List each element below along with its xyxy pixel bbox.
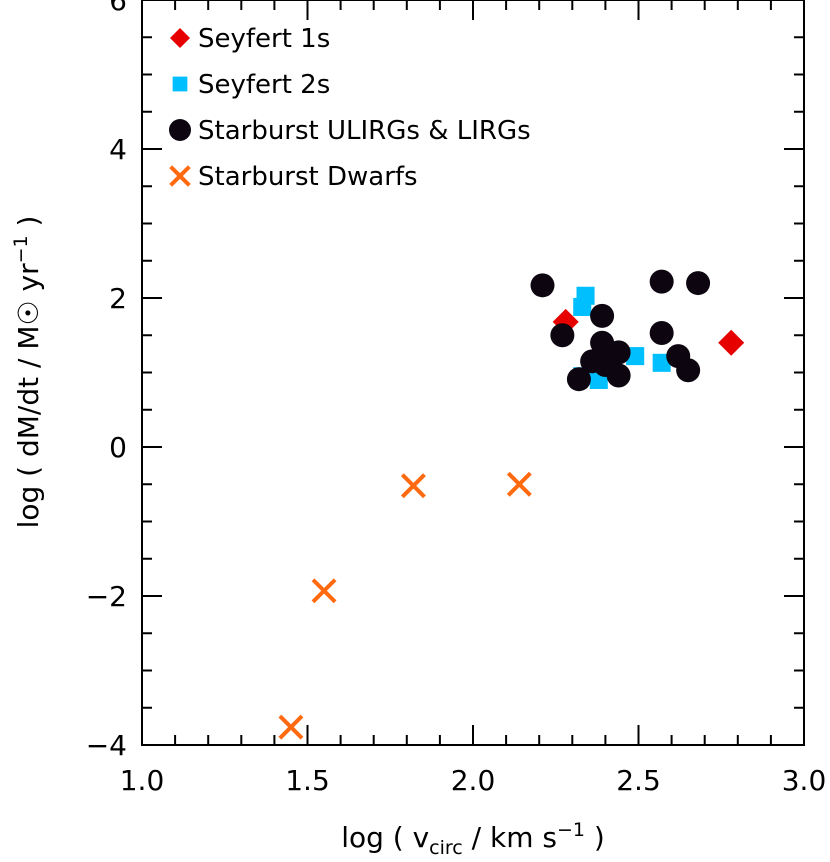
- legend-marker-seyfert-1s: [170, 28, 190, 48]
- y-tick-label: 2: [109, 282, 127, 315]
- point-starburst-ulirgs-lirgs: [530, 273, 555, 298]
- point-starburst-ulirgs-lirgs: [580, 349, 605, 374]
- point-starburst-ulirgs-lirgs: [606, 363, 631, 388]
- legend: Seyfert 1s Seyfert 2s Starburst ULIRGs & L…: [169, 24, 531, 192]
- point-starburst-dwarfs: [506, 471, 532, 497]
- legend-label: Seyfert 2s: [198, 70, 330, 100]
- data-points: [278, 269, 745, 740]
- x-tick-label: 3.0: [782, 764, 827, 797]
- point-starburst-dwarfs: [400, 473, 426, 499]
- x-axis-title: log ( vcirc / km s−1 ): [341, 819, 605, 859]
- point-starburst-ulirgs-lirgs: [686, 271, 711, 296]
- tick-labels: 1.0 1.5 2.0 2.5 3.0 −4 −2 0 2 4 6: [86, 0, 827, 797]
- y-axis-title: log ( dM/dt / M☉ yr−1 ): [10, 216, 45, 529]
- point-seyfert-2s: [626, 347, 645, 366]
- point-starburst-dwarfs: [311, 578, 337, 604]
- legend-label: Starburst ULIRGs & LIRGs: [198, 116, 531, 146]
- legend-label: Seyfert 1s: [198, 24, 330, 54]
- point-starburst-ulirgs-lirgs: [649, 269, 674, 294]
- y-tick-label: 6: [109, 0, 127, 17]
- x-axis-title-subscript: circ: [429, 837, 463, 859]
- y-axis-title-sun-symbol: ☉: [12, 300, 45, 325]
- point-starburst-ulirgs-lirgs: [550, 323, 575, 348]
- point-seyfert-2s: [652, 353, 671, 372]
- y-axis-title-superscript: −1: [10, 235, 32, 263]
- point-starburst-ulirgs-lirgs: [566, 367, 591, 392]
- series-starburst-dwarfs: [278, 471, 532, 740]
- point-starburst-ulirgs-lirgs: [590, 303, 615, 328]
- x-axis-title-superscript: −1: [557, 819, 585, 841]
- legend-marker-starburst-dwarfs: [169, 165, 191, 187]
- point-seyfert-1s: [718, 329, 745, 356]
- y-tick-label: −2: [86, 580, 127, 613]
- series-starburst-ulirgs-lirgs: [530, 269, 711, 392]
- y-tick-label: −4: [86, 729, 127, 762]
- y-tick-label: 0: [109, 431, 127, 464]
- point-starburst-dwarfs: [278, 714, 304, 740]
- point-starburst-ulirgs-lirgs: [649, 321, 674, 346]
- axis-ticks: [141, 0, 805, 746]
- plot-frame: [141, 0, 805, 746]
- legend-label: Starburst Dwarfs: [198, 162, 418, 192]
- legend-marker-seyfert-2s: [172, 76, 188, 92]
- point-starburst-ulirgs-lirgs: [676, 358, 701, 383]
- x-tick-label: 2.5: [616, 764, 661, 797]
- legend-marker-starburst-ulirgs-lirgs: [169, 119, 191, 141]
- point-seyfert-2s: [573, 297, 592, 316]
- y-tick-label: 4: [109, 133, 127, 166]
- x-tick-label: 1.5: [285, 764, 330, 797]
- x-tick-label: 2.0: [451, 764, 496, 797]
- x-tick-label: 1.0: [120, 764, 165, 797]
